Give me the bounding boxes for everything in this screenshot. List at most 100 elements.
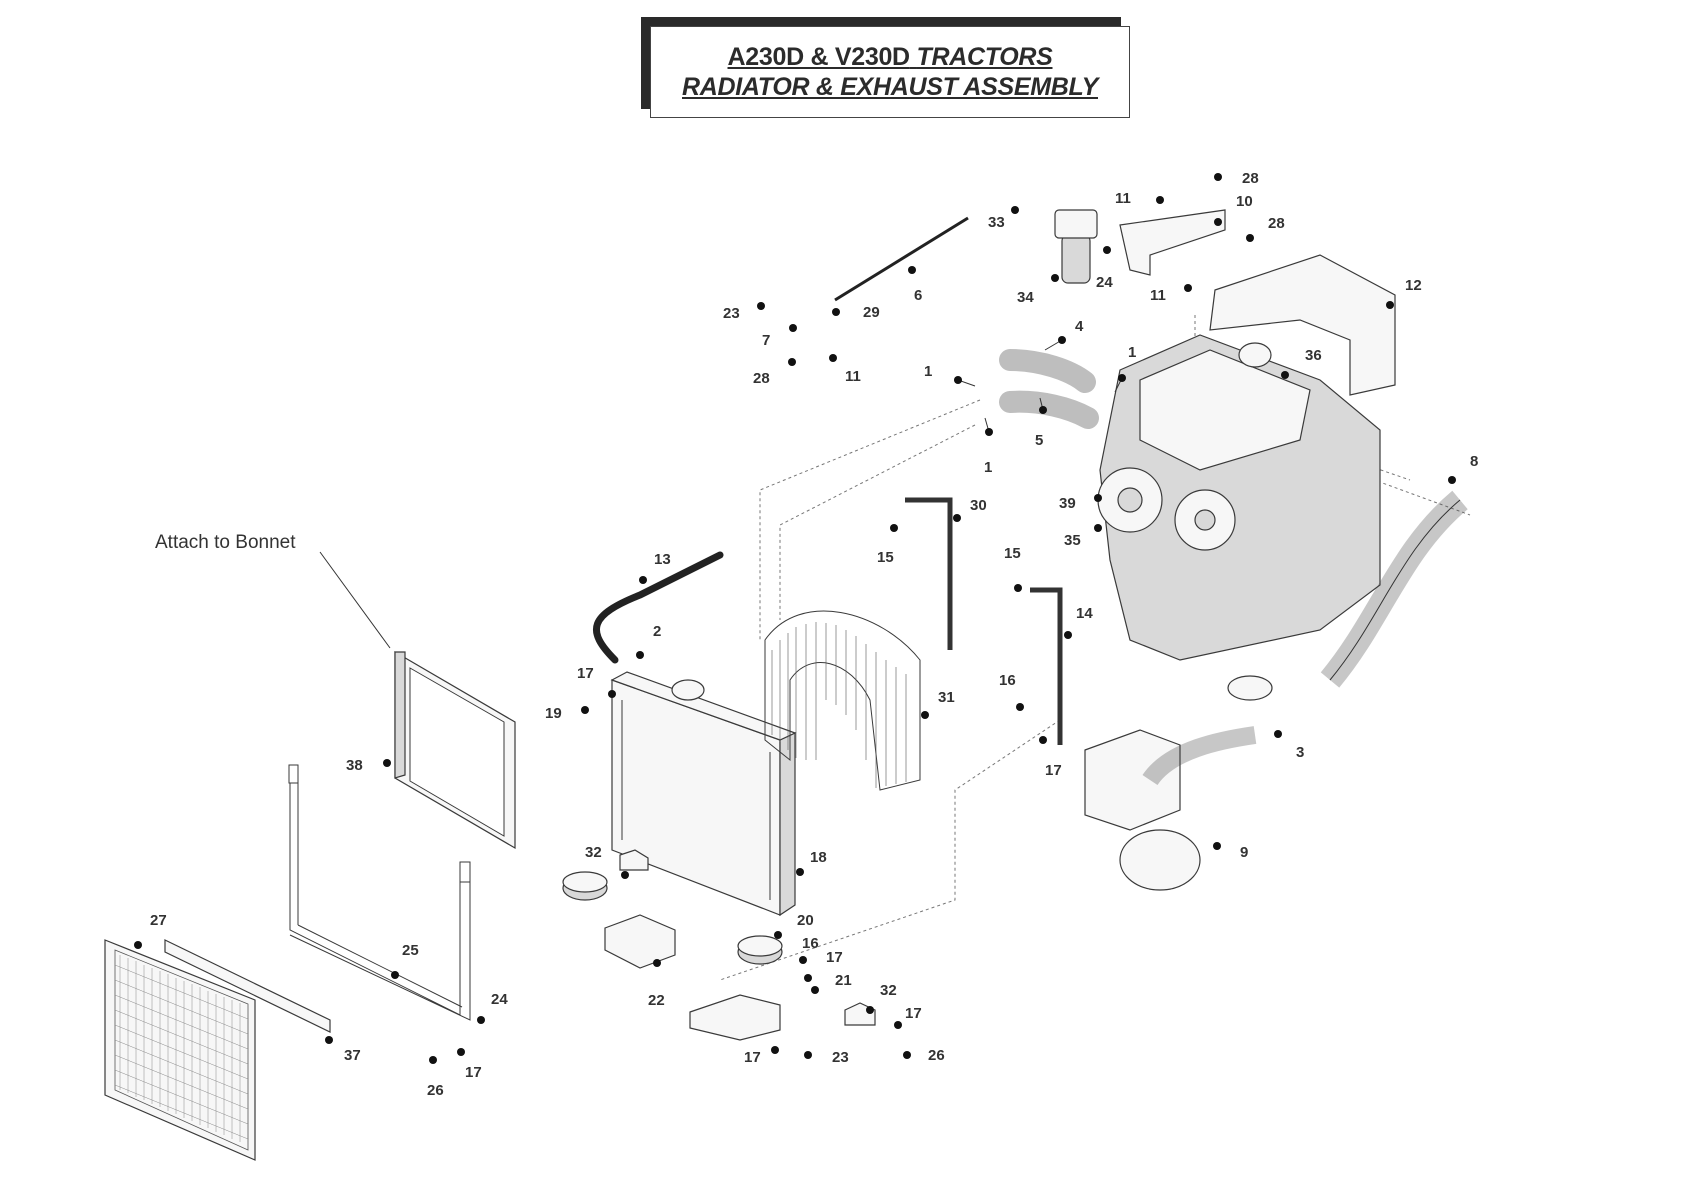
callout-32b: 32 <box>866 982 897 1014</box>
svg-text:23: 23 <box>723 305 740 322</box>
title-tractors: TRACTORS <box>916 43 1053 71</box>
svg-text:1: 1 <box>1128 344 1136 361</box>
callout-28c: 28 <box>1246 215 1285 242</box>
callout-8: 8 <box>1448 453 1478 484</box>
svg-text:29: 29 <box>863 304 880 321</box>
exhaust-pipe-outline <box>1329 499 1461 681</box>
callout-21: 21 <box>811 972 852 994</box>
callout-17a: 17 <box>1039 736 1062 779</box>
callout-38: 38 <box>346 757 391 774</box>
svg-text:17: 17 <box>826 949 843 966</box>
svg-text:9: 9 <box>1240 844 1248 861</box>
callout-1b: 1 <box>984 417 993 476</box>
title-box: A230D & V230D TRACTORS RADIATOR & EXHAUS… <box>650 26 1130 118</box>
note-leader <box>319 551 391 649</box>
title-line-2: RADIATOR & EXHAUST ASSEMBLY <box>682 73 1098 101</box>
svg-text:7: 7 <box>762 332 770 349</box>
engine <box>1097 334 1381 661</box>
callout-26a: 26 <box>903 1047 945 1064</box>
callout-14: 14 <box>1064 605 1093 639</box>
overflow-hose <box>593 551 724 664</box>
filter-bracket <box>1119 209 1226 276</box>
svg-text:16: 16 <box>999 672 1016 689</box>
svg-text:27: 27 <box>150 912 167 929</box>
title-line-1: A230D & V230D TRACTORS <box>651 43 1129 72</box>
callout-17c: 17 <box>804 949 843 982</box>
svg-text:17: 17 <box>465 1064 482 1081</box>
callout-2: 2 <box>636 623 661 659</box>
callout-11c: 11 <box>1150 284 1192 304</box>
muffler <box>1084 726 1257 891</box>
callout-39: 39 <box>1059 494 1102 512</box>
svg-text:28: 28 <box>1242 170 1259 187</box>
svg-text:32: 32 <box>585 844 602 861</box>
svg-text:1: 1 <box>984 459 992 476</box>
svg-text:16: 16 <box>802 935 819 952</box>
svg-text:30: 30 <box>970 497 987 514</box>
callout-27: 27 <box>134 912 167 949</box>
svg-text:1: 1 <box>924 363 932 380</box>
radiator <box>610 671 797 917</box>
svg-text:17: 17 <box>905 1005 922 1022</box>
svg-text:37: 37 <box>344 1047 361 1064</box>
note-attach-bonnet: Attach to Bonnet <box>155 532 296 553</box>
callout-29: 29 <box>832 304 880 321</box>
svg-text:6: 6 <box>914 287 922 304</box>
svg-text:28: 28 <box>753 370 770 387</box>
callout-9: 9 <box>1213 842 1248 861</box>
svg-text:25: 25 <box>402 942 419 959</box>
callout-18: 18 <box>796 849 827 876</box>
upper-coolant-pipe <box>905 497 953 650</box>
callout-17d: 17 <box>894 1005 922 1029</box>
callout-17f: 17 <box>457 1048 482 1081</box>
grille-screen <box>104 939 256 1161</box>
callout-15b: 15 <box>1004 545 1022 592</box>
callout-28a: 28 <box>753 358 796 387</box>
lower-coolant-pipe <box>1030 587 1063 745</box>
fan-shroud <box>764 610 921 791</box>
callout-16a: 16 <box>999 672 1024 711</box>
callout-36: 36 <box>1281 347 1322 379</box>
svg-text:4: 4 <box>1075 318 1084 335</box>
callout-1a: 1 <box>924 363 976 387</box>
svg-text:2: 2 <box>653 623 661 640</box>
svg-text:11: 11 <box>1115 190 1131 207</box>
callout-31: 31 <box>921 689 955 719</box>
callout-13: 13 <box>639 551 671 584</box>
callout-33: 33 <box>988 206 1019 231</box>
callout-6: 6 <box>908 266 922 304</box>
callout-35: 35 <box>1064 524 1102 549</box>
svg-text:3: 3 <box>1296 744 1304 761</box>
callout-11a: 11 <box>829 354 861 385</box>
callout-3: 3 <box>1274 730 1304 761</box>
svg-text:24: 24 <box>491 991 508 1008</box>
mount-bracket-left <box>604 914 676 969</box>
callout-25: 25 <box>391 942 419 979</box>
callout-34: 34 <box>1017 274 1059 306</box>
callout-37: 37 <box>325 1036 361 1064</box>
svg-text:39: 39 <box>1059 495 1076 512</box>
callout-19: 19 <box>545 705 589 722</box>
svg-text:15: 15 <box>1004 545 1021 562</box>
svg-text:14: 14 <box>1076 605 1093 622</box>
svg-text:12: 12 <box>1405 277 1422 294</box>
svg-text:32: 32 <box>880 982 897 999</box>
callout-12: 12 <box>1386 277 1422 309</box>
seal-strip <box>164 939 331 1033</box>
svg-text:18: 18 <box>810 849 827 866</box>
svg-text:24: 24 <box>1096 274 1113 291</box>
rubber-mounts <box>562 871 783 965</box>
callout-16b: 16 <box>799 935 819 964</box>
svg-text:26: 26 <box>928 1047 945 1064</box>
svg-text:26: 26 <box>427 1082 444 1099</box>
lower-radiator-hose <box>999 390 1099 429</box>
svg-text:28: 28 <box>1268 215 1285 232</box>
svg-text:17: 17 <box>1045 762 1062 779</box>
callout-28b: 28 <box>1214 170 1259 187</box>
svg-text:11: 11 <box>1150 287 1166 304</box>
callout-24a: 24 <box>1096 246 1113 291</box>
callout-10: 10 <box>1214 193 1253 226</box>
exhaust-clamp <box>1227 675 1273 701</box>
callout-11b: 11 <box>1115 190 1164 207</box>
upper-radiator-hose <box>999 349 1096 393</box>
